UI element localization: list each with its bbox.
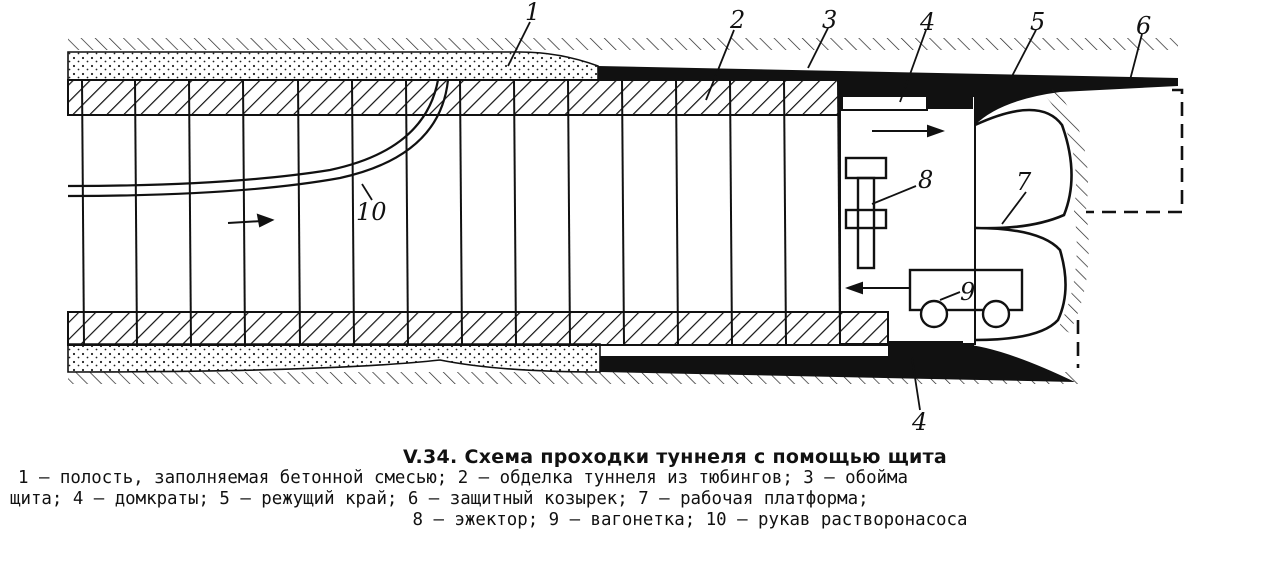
ground-top: [68, 38, 1178, 50]
concrete-cavity-bottom: [67, 343, 601, 373]
mortar-hose: [67, 79, 450, 198]
callout-6: 6: [1136, 12, 1151, 40]
lining-ring-joints: [81, 79, 841, 346]
ejector: [844, 156, 888, 270]
lining-top: [67, 79, 841, 116]
callout-1: 1: [525, 0, 540, 26]
legend-line: щита; 4 — домкраты; 5 — режущий край; 6 …: [10, 489, 869, 509]
legend-line: 8 — эжектор; 9 — вагонетка; 10 — рукав р…: [412, 510, 968, 530]
concrete-cavity-top: [67, 51, 599, 81]
wagon: [908, 268, 1024, 329]
figure-title: V.34. Схема проходки туннеля с помощью щ…: [402, 446, 948, 468]
legend-line: 1 — полость, заполняемая бетонной смесью…: [18, 468, 908, 488]
callout-5: 5: [1030, 8, 1045, 36]
callout-8: 8: [918, 166, 933, 194]
figure-caption: V.34. Схема проходки туннеля с помощью щ…: [10, 446, 1240, 531]
shield-body: [839, 95, 976, 345]
callout-3: 3: [822, 6, 837, 34]
tunnel-shield-diagram: 1 2 3 4 5 6 7 8 9 10 4: [67, 0, 1184, 436]
jack-top: [841, 95, 928, 111]
working-platform: [974, 108, 1073, 342]
callout-4-top: 4: [919, 8, 935, 36]
excavation-outline: [1076, 88, 1184, 368]
callout-7: 7: [1016, 168, 1032, 196]
shield-skin-bottom: [600, 344, 1075, 382]
callout-9: 9: [960, 278, 975, 306]
callout-2: 2: [729, 6, 745, 34]
callout-4-bottom: 4: [911, 408, 927, 436]
callout-10: 10: [356, 198, 387, 226]
